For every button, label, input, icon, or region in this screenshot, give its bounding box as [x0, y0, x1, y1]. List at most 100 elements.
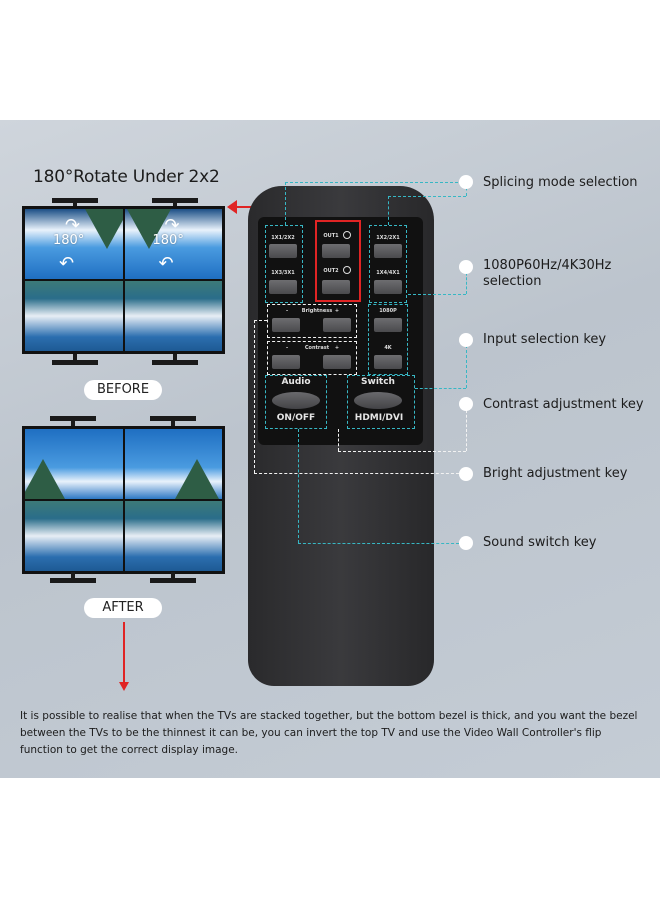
tv-stand: [50, 572, 96, 583]
callout-dot: [459, 175, 473, 189]
tv-screen: [124, 281, 222, 351]
callout-dot: [459, 260, 473, 274]
button-label: 1X3/3X1: [271, 270, 295, 276]
callout-dot: [459, 397, 473, 411]
button-label: 1X1/2X2: [271, 235, 295, 241]
contrast-highlight: [267, 341, 357, 375]
connector-splicing: [466, 182, 467, 196]
brightness-label: Brightness: [301, 308, 333, 314]
callout-dot: [459, 333, 473, 347]
button-label: OUT2: [323, 268, 339, 274]
tv-stand: [152, 354, 198, 365]
tv-stand: [52, 354, 98, 365]
power-icon: [343, 266, 351, 274]
out2-button[interactable]: [322, 280, 350, 294]
contrast-up-button[interactable]: [323, 355, 351, 369]
infographic: 180°Rotate Under 2x2 ↷ 180° ↶ ↷ 180° ↶ B…: [0, 120, 660, 778]
button-label: 1080P: [379, 308, 397, 314]
red-arrow-left-icon: [227, 200, 237, 214]
rotate-arrow-icon: ↶: [59, 253, 75, 274]
tv-wall-after: [22, 426, 225, 574]
brightness-minus-label: -: [285, 308, 289, 314]
input-switch-button[interactable]: [354, 392, 402, 409]
button-label: 4K: [384, 345, 392, 351]
connector-bright: [254, 320, 267, 321]
tv-screen: [124, 429, 222, 499]
callout-sound: Sound switch key: [483, 535, 597, 550]
switch-label: Switch: [361, 377, 395, 387]
rotate-title: 180°Rotate Under 2x2: [33, 167, 220, 187]
connector-contrast: [466, 410, 467, 451]
splice-1x3-3x1-button[interactable]: [269, 280, 297, 294]
rotate-degrees: 180°: [152, 233, 184, 248]
audio-onoff-button[interactable]: [272, 392, 320, 409]
resolution-highlight: [368, 304, 408, 375]
rotate-arrow-icon: ↶: [158, 253, 174, 274]
splice-1x2-2x1-button[interactable]: [374, 244, 402, 258]
callout-input-selection: Input selection key: [483, 332, 607, 347]
description-text: It is possible to realise that when the …: [20, 710, 638, 756]
connector-resolution: [466, 268, 467, 294]
tv-stand: [150, 416, 196, 427]
connector-resolution: [408, 294, 466, 295]
brightness-up-button[interactable]: [323, 318, 351, 332]
connector-input: [466, 340, 467, 388]
button-label: 1X4/4X1: [376, 270, 400, 276]
audio-label: Audio: [281, 377, 311, 387]
red-arrow-down-icon: [119, 682, 129, 691]
splicing-left-highlight: [265, 225, 303, 303]
rotate-arrow-icon: ↷: [65, 215, 81, 236]
splice-1x1-2x2-button[interactable]: [269, 244, 297, 258]
tv-stand: [52, 198, 98, 209]
4k-button[interactable]: [374, 355, 402, 369]
tv-screen-inverted: ↷ 180° ↶: [124, 209, 222, 279]
connector-splicing: [285, 182, 463, 183]
callout-dot: [459, 536, 473, 550]
button-label: OUT1: [323, 233, 339, 239]
connector-splicing: [388, 196, 389, 225]
tv-stand: [50, 416, 96, 427]
brightness-down-button[interactable]: [272, 318, 300, 332]
callout-bright: Bright adjustment key: [483, 466, 628, 481]
after-label: AFTER: [84, 598, 162, 618]
rotate-degrees: 180°: [53, 233, 85, 248]
tv-screen: [25, 281, 123, 351]
contrast-down-button[interactable]: [272, 355, 300, 369]
connector-sound: [298, 429, 299, 543]
callout-contrast: Contrast adjustment key: [483, 397, 644, 412]
tv-screen: [25, 501, 123, 571]
before-label: BEFORE: [84, 380, 162, 400]
connector-contrast: [338, 429, 339, 451]
callout-dot: [459, 467, 473, 481]
connector-contrast: [338, 451, 466, 452]
1080p-button[interactable]: [374, 318, 402, 332]
connector-splicing: [388, 196, 466, 197]
tv-stand: [152, 198, 198, 209]
connector-bright: [254, 473, 459, 474]
brightness-highlight: [267, 304, 357, 338]
connector-splicing: [285, 182, 286, 225]
connector-sound: [298, 543, 459, 544]
out1-button[interactable]: [322, 244, 350, 258]
connector-bright: [254, 320, 255, 473]
splicing-right-highlight: [369, 225, 407, 303]
power-icon: [343, 231, 351, 239]
tv-stand: [150, 572, 196, 583]
callout-resolution: 1080P60Hz/4K30Hz selection: [483, 258, 612, 289]
splice-1x4-4x1-button[interactable]: [374, 280, 402, 294]
callout-splicing-mode: Splicing mode selection: [483, 175, 638, 190]
tv-screen-inverted: ↷ 180° ↶: [25, 209, 123, 279]
brightness-plus-label: +: [334, 308, 340, 314]
contrast-label: Contrast: [304, 345, 330, 351]
red-arrow-down: [123, 622, 125, 684]
output-highlight: [315, 220, 361, 302]
tv-screen: [124, 501, 222, 571]
tv-wall-before: ↷ 180° ↶ ↷ 180° ↶: [22, 206, 225, 354]
tv-screen: [25, 429, 123, 499]
switch-hdmi-dvi-label: HDMI/DVI: [354, 413, 404, 423]
audio-highlight: [265, 375, 327, 429]
button-label: 1X2/2X1: [376, 235, 400, 241]
contrast-minus-label: -: [285, 345, 289, 351]
audio-onoff-label: ON/OFF: [276, 413, 316, 423]
rotate-arrow-icon: ↷: [164, 215, 180, 236]
